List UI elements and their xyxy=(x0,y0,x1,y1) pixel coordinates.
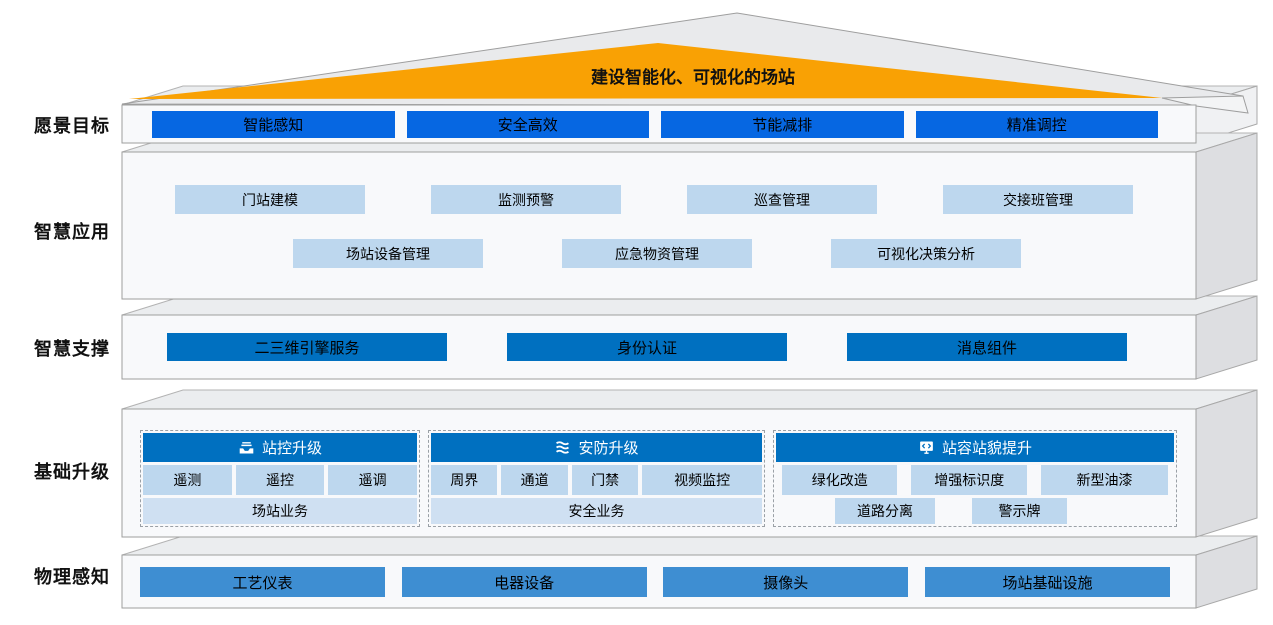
support-box-engine-service: 二三维引擎服务 xyxy=(167,333,447,361)
support-box-message-comp: 消息组件 xyxy=(847,333,1127,361)
upgrade-box-new-paint: 新型油漆 xyxy=(1040,464,1168,496)
apps-slab-side-face xyxy=(1195,132,1258,300)
upgrade-group-security: 安防升级 周界 通道 门禁 视频监控 安全业务 xyxy=(428,430,765,527)
upgrade-box-telemetry: 遥测 xyxy=(143,464,232,496)
physical-box-station-infra: 场站基础设施 xyxy=(924,567,1170,597)
upgrade-box-signage: 增强标识度 xyxy=(911,464,1027,496)
physical-slab-top-face xyxy=(121,535,1258,556)
stack-layers-icon xyxy=(554,439,571,456)
group-items-row: 周界 通道 门禁 视频监控 xyxy=(431,464,762,496)
support-button-row: 二三维引擎服务 身份认证 消息组件 xyxy=(167,333,1128,361)
upgrade-box-road-separation: 道路分离 xyxy=(835,498,935,524)
physical-box-electrical-equip: 电器设备 xyxy=(401,567,647,597)
layer-label-apps: 智慧应用 xyxy=(34,222,110,242)
physical-box-cameras: 摄像头 xyxy=(663,567,909,597)
code-monitor-icon xyxy=(918,439,935,456)
app-box-equipment-mgmt: 场站设备管理 xyxy=(293,239,483,268)
upgrade-box-video-monitor: 视频监控 xyxy=(642,464,762,496)
support-box-identity-auth: 身份认证 xyxy=(507,333,787,361)
upgrade-box-remote-adjust: 遥调 xyxy=(328,464,418,496)
vision-box-safe-efficient: 安全高效 xyxy=(406,111,649,138)
upgrade-box-warning-sign: 警示牌 xyxy=(972,498,1067,524)
app-box-station-modeling: 门站建模 xyxy=(175,185,365,214)
group-title: 站容站貌提升 xyxy=(941,439,1032,457)
roof-banner-title: 建设智能化、可视化的场站 xyxy=(591,68,795,87)
upgrade-box-station-business: 场站业务 xyxy=(143,498,417,524)
physical-box-process-instruments: 工艺仪表 xyxy=(140,567,385,597)
upgrade-box-passage: 通道 xyxy=(501,464,568,496)
group-items-row-2: 道路分离 警示牌 xyxy=(752,498,1150,524)
layer-label-upgrade: 基础升级 xyxy=(34,462,110,482)
upgrade-box-access-control: 门禁 xyxy=(571,464,639,496)
app-box-shift-handover-mgmt: 交接班管理 xyxy=(943,185,1133,214)
upgrade-box-greening: 绿化改造 xyxy=(782,464,898,496)
vision-button-row: 智能感知 安全高效 节能减排 精准调控 xyxy=(152,111,1158,138)
roof-front-face xyxy=(129,43,1162,99)
inbox-tray-icon xyxy=(238,439,255,456)
app-box-inspection-mgmt: 巡查管理 xyxy=(687,185,877,214)
group-title: 安防升级 xyxy=(578,439,639,457)
roof-right-cap xyxy=(1161,95,1249,114)
app-box-visual-decision: 可视化决策分析 xyxy=(831,239,1021,268)
layer-label-vision: 愿景目标 xyxy=(34,116,110,136)
upgrade-group-appearance: 站容站貌提升 绿化改造 增强标识度 新型油漆 道路分离 警示牌 xyxy=(773,430,1177,527)
upgrade-box-safety-business: 安全业务 xyxy=(431,498,762,524)
group-title: 站控升级 xyxy=(261,439,322,457)
app-box-emergency-supplies: 应急物资管理 xyxy=(562,239,752,268)
group-header-station-control: 站控升级 xyxy=(143,433,417,462)
upgrade-box-perimeter: 周界 xyxy=(431,464,498,496)
group-items-row: 绿化改造 增强标识度 新型油漆 xyxy=(776,464,1174,496)
upgrade-box-remote-control: 遥控 xyxy=(235,464,325,496)
vision-box-precise-control: 精准调控 xyxy=(915,111,1158,138)
apps-slab-front-face xyxy=(121,151,1197,300)
apps-button-row-2: 场站设备管理 应急物资管理 可视化决策分析 xyxy=(293,239,1021,268)
group-header-appearance: 站容站貌提升 xyxy=(776,433,1174,462)
layer-label-support: 智慧支撑 xyxy=(34,339,110,359)
vision-box-energy-saving: 节能减排 xyxy=(661,111,904,138)
physical-button-row: 工艺仪表 电器设备 摄像头 场站基础设施 xyxy=(140,567,1170,597)
upgrade-slab-side-face xyxy=(1195,389,1258,538)
group-header-security: 安防升级 xyxy=(431,433,762,462)
apps-button-row-1: 门站建模 监测预警 巡查管理 交接班管理 xyxy=(175,185,1133,214)
upgrade-slab-top-face xyxy=(121,389,1258,410)
vision-box-smart-sensing: 智能感知 xyxy=(152,111,395,138)
upgrade-group-station-control: 站控升级 遥测 遥控 遥调 场站业务 xyxy=(140,430,420,527)
layer-label-physical: 物理感知 xyxy=(34,567,110,587)
app-box-monitor-warning: 监测预警 xyxy=(431,185,621,214)
group-items-row: 遥测 遥控 遥调 xyxy=(143,464,418,496)
